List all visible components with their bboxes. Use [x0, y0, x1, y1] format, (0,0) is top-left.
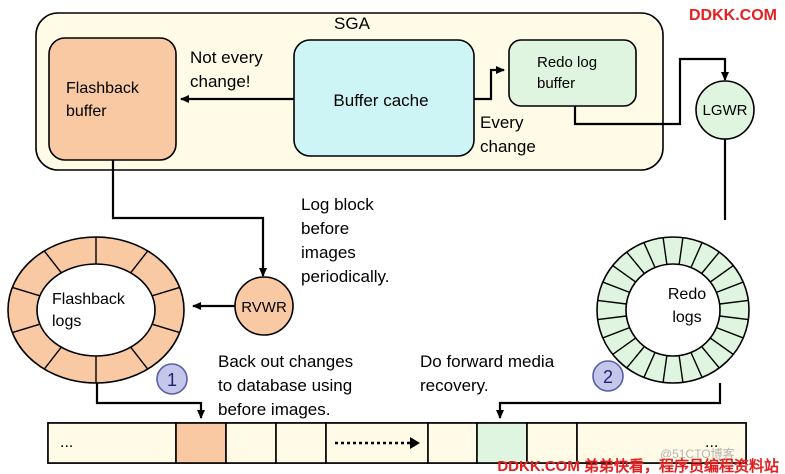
every-change-arrow [474, 66, 505, 101]
back-out-note: Back out changes to database using befor… [218, 352, 353, 419]
forward-note-line: recovery. [420, 376, 489, 395]
redo-ring-segment-divider [678, 237, 684, 265]
datafile-block-cell [47, 422, 177, 464]
step-1-badge-label: 1 [167, 370, 177, 390]
redo-ring-segment-divider [701, 251, 720, 274]
redo-ring-segment-divider [597, 315, 627, 321]
redo-ring-segment-divider [602, 281, 630, 294]
redo-ring-segment-divider [612, 337, 637, 356]
back-out-note-line: Back out changes [218, 352, 353, 371]
datafile-block-cell [225, 422, 277, 464]
flashback-logs-ring [7, 236, 185, 384]
redo-logs-label-line2: logs [672, 309, 701, 326]
redo-logs-label-line1: Redo [668, 286, 706, 303]
redo-ring-segment-divider [690, 352, 703, 378]
log-block-note: Log block before images periodically. [301, 195, 390, 286]
flashback-logs-label-line1: Flashback [52, 291, 126, 308]
redo-ring-segment-divider [643, 242, 656, 268]
sga-title: SGA [334, 14, 371, 33]
not-every-change-label-line2: change! [190, 72, 251, 91]
flashback-buffer-box [48, 37, 177, 161]
log-block-note-line: periodically. [301, 267, 390, 286]
every-change-label-line1: Every [480, 113, 524, 132]
step-1-badge [156, 363, 188, 395]
flashback-to-rvwr-connector [111, 160, 267, 277]
flashback-ring-segment-divider [12, 286, 41, 297]
datafile-block-cell [175, 422, 227, 464]
redo-ring-segment-divider [602, 326, 630, 339]
back-out-note-line: before images. [218, 400, 330, 419]
redo-ring-segment-divider [719, 315, 749, 321]
redo-log-buffer-label-line2: buffer [537, 75, 575, 92]
flashback-ring-segment-divider [130, 346, 149, 370]
log-block-note-line: before [301, 219, 349, 238]
redo-ring-segment-divider [678, 355, 684, 383]
rvwr-label: RVWR [241, 299, 287, 316]
back-out-note-line: to database using [218, 376, 352, 395]
datafile-block-cell [576, 422, 747, 464]
watermark-top: DDKK.COM [689, 7, 777, 24]
datafile-block-cell [275, 422, 327, 464]
redo-ring-segment-divider [662, 355, 668, 383]
buffer-cache-label: Buffer cache [333, 91, 428, 110]
redo-ring-segment-divider [626, 251, 645, 274]
redo-logs-to-block-connector [496, 383, 722, 419]
forward-note-line: Do forward media [420, 352, 555, 371]
flashback-buffer-label-line1: Flashback [66, 80, 140, 97]
datafile-block-ellipsis: ... [705, 434, 718, 451]
redo-ring-segment-divider [716, 281, 744, 294]
watermark-bottom: DDKK.COM 弟弟快看，程序员编程资料站 [497, 457, 779, 474]
not-every-change-label-line1: Not every [190, 48, 263, 67]
step-2-badge [592, 360, 624, 392]
redo-ring-segment-divider [690, 242, 703, 268]
redo-ring-segment-divider [597, 299, 627, 305]
strip-dotted-arrow-head [410, 437, 420, 449]
redo-ring-segment-divider [626, 346, 645, 369]
redo-log-buffer-label-line1: Redo log [537, 54, 597, 71]
redo-ring-segment-divider [662, 237, 668, 265]
flashback-ring-segment-divider [151, 286, 180, 297]
flashback-ring-segment-divider [43, 346, 62, 370]
flashback-ring-segment-divider [130, 250, 149, 274]
log-block-note-line: Log block [301, 195, 374, 214]
redo-ring-segment-divider [643, 352, 656, 378]
every-change-label-line2: change [480, 137, 536, 156]
redo-ring-segment-divider [709, 264, 734, 283]
redo-ring-segment-inner [625, 263, 721, 357]
redo-to-lgwr-connector [573, 57, 729, 126]
redo-logs-ring [596, 236, 750, 384]
forward-recovery-note: Do forward media recovery. [420, 352, 555, 395]
redo-ring-segment-divider [612, 264, 637, 283]
datafile-block-cell [427, 422, 478, 464]
flashback-ring-segment-divider [12, 323, 41, 334]
datafile-block-cell [476, 422, 528, 464]
redo-ring-segment-divider [716, 326, 744, 339]
log-block-note-line: images [301, 243, 356, 262]
redo-ring-segment-divider [719, 299, 749, 305]
step-2-badge-label: 2 [603, 367, 613, 387]
flashback-logs-label-line2: logs [52, 313, 81, 330]
flashback-ring-segment-divider [151, 323, 180, 334]
lgwr-label: LGWR [703, 102, 748, 119]
flashback-ring-segment-inner [36, 263, 156, 357]
datafile-block-ellipsis: ... [60, 434, 73, 451]
watermark-bottom-faint: @51CTO博客 [660, 446, 735, 461]
flashback-buffer-label-line2: buffer [66, 103, 107, 120]
redo-ring-segment-divider [709, 337, 734, 356]
redo-ring-segment-divider [701, 346, 720, 369]
flashback-ring-segment-divider [43, 250, 62, 274]
flashback-logs-to-block-connector [95, 383, 205, 419]
datafile-block-cell [526, 422, 578, 464]
redo-log-buffer-box [508, 39, 637, 107]
